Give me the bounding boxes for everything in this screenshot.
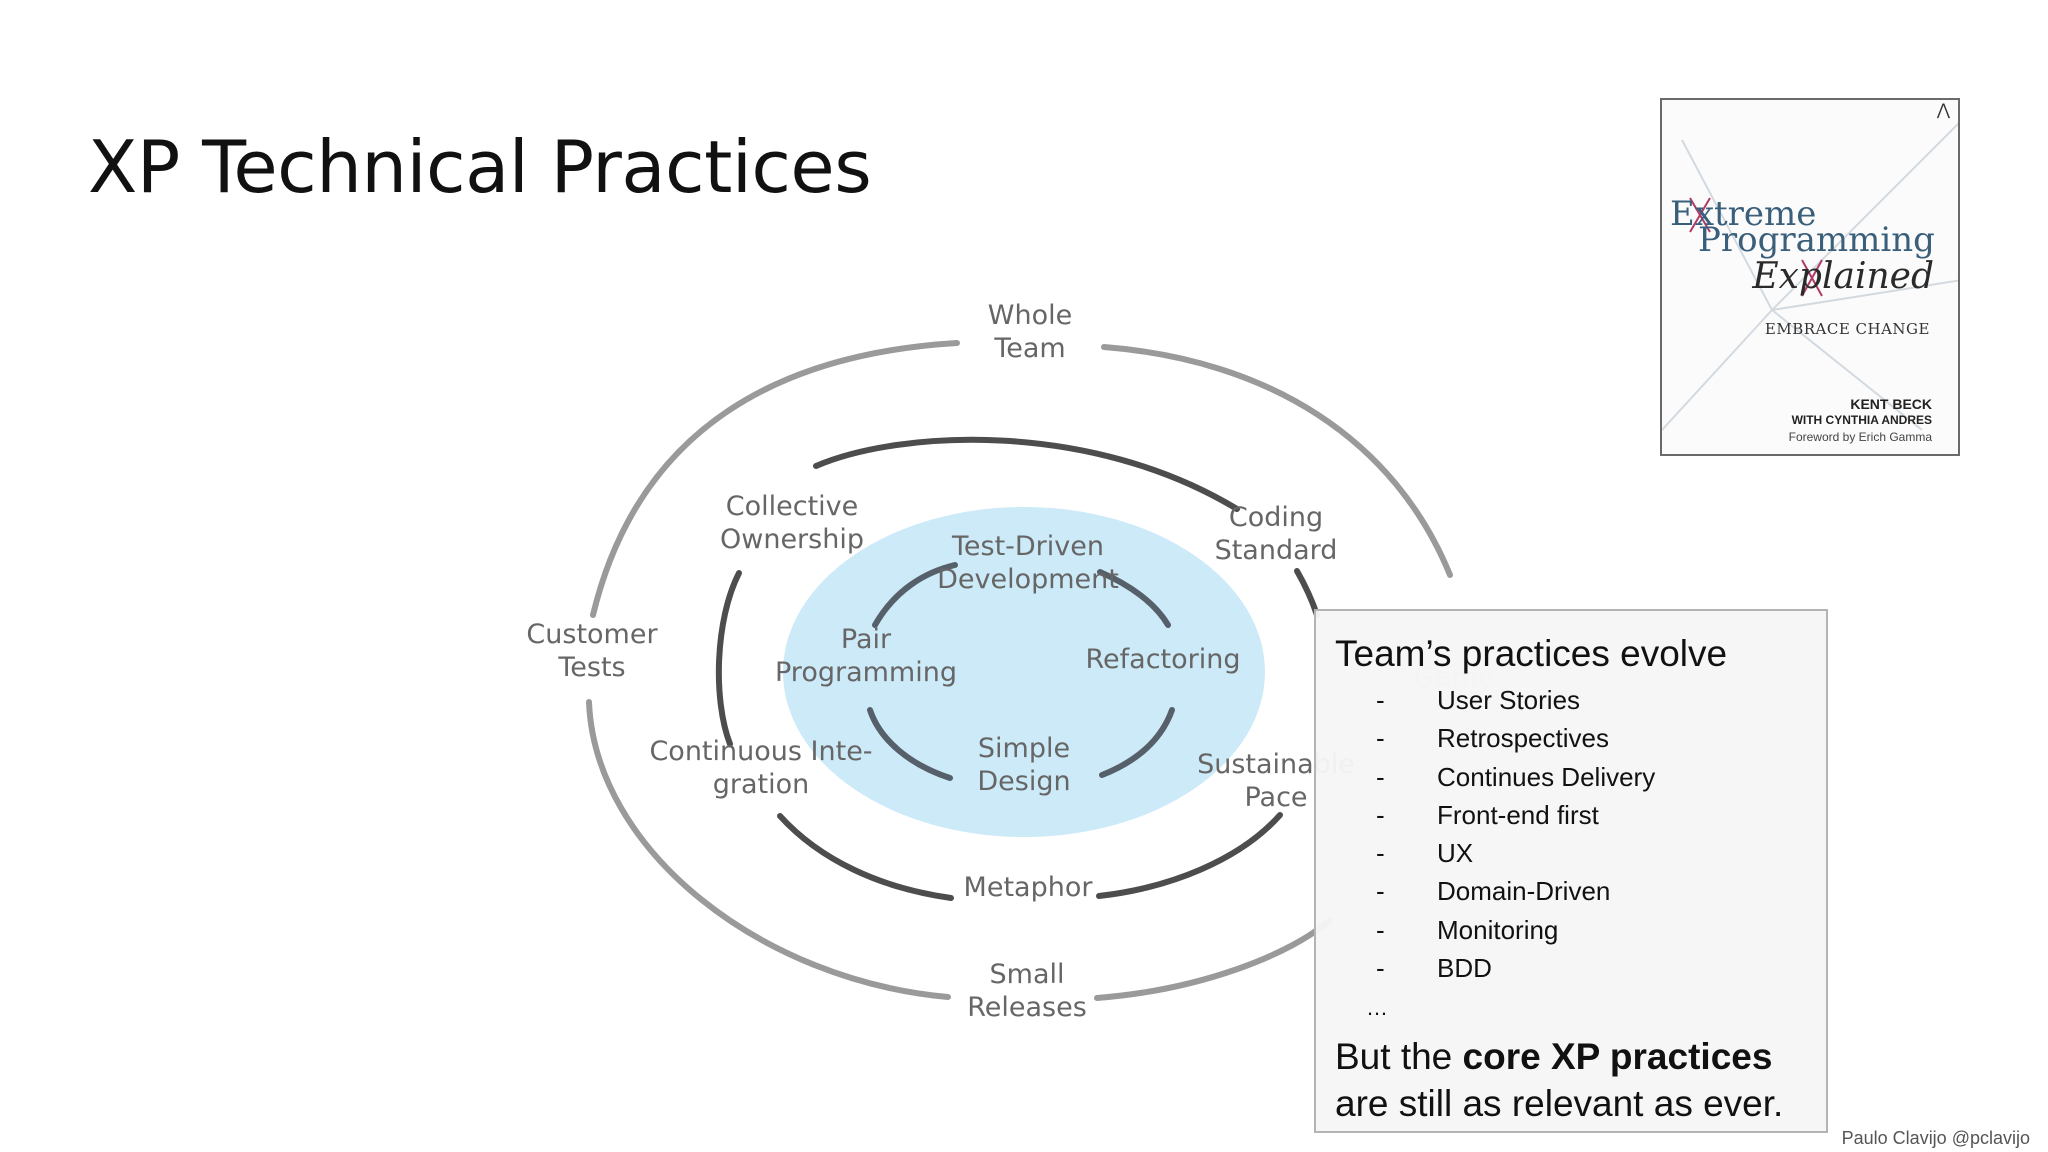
callout-item-label: BDD	[1437, 953, 1492, 984]
bullet-dash: -	[1376, 876, 1385, 907]
cover-author: KENT BECK	[1850, 396, 1932, 412]
practices-callout: Team’s practices evolve - User Stories - Re…	[1314, 609, 1828, 1133]
cover-starburst	[1662, 122, 1958, 431]
bullet-dash: -	[1376, 723, 1385, 754]
label-metaphor: Metaphor	[964, 872, 1094, 903]
callout-ellipsis: …	[1366, 995, 1388, 1020]
bullet-dash: -	[1376, 799, 1385, 830]
footer-pre: But the	[1335, 1036, 1463, 1077]
cover-coauthor: WITH CYNTHIA ANDRES	[1791, 413, 1932, 427]
label-refactoring: Refactoring	[1085, 644, 1240, 675]
bullet-dash: -	[1376, 838, 1385, 869]
footer-post: are still as relevant as ever.	[1335, 1083, 1784, 1124]
footer-bold: core XP practices	[1462, 1036, 1773, 1077]
inner-ring	[867, 562, 1175, 781]
cover-foreword: Foreword by Erich Gamma	[1788, 430, 1932, 444]
bullet-dash: -	[1376, 761, 1385, 792]
bullet-dash: -	[1376, 953, 1385, 984]
outer-ring	[586, 340, 1453, 1001]
callout-item-label: Front-end first	[1437, 799, 1599, 830]
callout-heading: Team’s practices evolve	[1335, 633, 1728, 674]
bullet-dash: -	[1376, 914, 1385, 945]
cover-title-line3: Explained	[1752, 256, 1934, 297]
slide-title: XP Technical Practices	[88, 125, 872, 209]
publisher-logo-icon: ⋀	[1936, 102, 1950, 119]
author-credit: Paulo Clavijo @pclavijo	[1841, 1128, 2030, 1148]
callout-item-label: Continues Delivery	[1437, 761, 1656, 792]
cover-title-line1: Extreme	[1670, 194, 1817, 234]
bullet-dash: -	[1376, 685, 1385, 715]
callout-item-label: Domain-Driven	[1437, 876, 1611, 907]
callout-item-label: User Stories	[1437, 685, 1581, 715]
cover-title-line2: Programming	[1698, 220, 1935, 260]
cover-subtitle: EMBRACE CHANGE	[1764, 320, 1930, 338]
middle-ring	[715, 436, 1320, 901]
callout-item-label: Retrospectives	[1437, 723, 1609, 754]
callout-footer: But the core XP practices are still as r…	[1335, 1033, 1825, 1127]
book-cover-image: ⋀ Extreme Programming Explained EMBRACE …	[1660, 98, 1960, 456]
callout-item-label: Monitoring	[1437, 914, 1559, 945]
label-continuous-integration: Continuous Inte-gration	[649, 736, 872, 800]
callout-item-label: UX	[1437, 838, 1474, 869]
